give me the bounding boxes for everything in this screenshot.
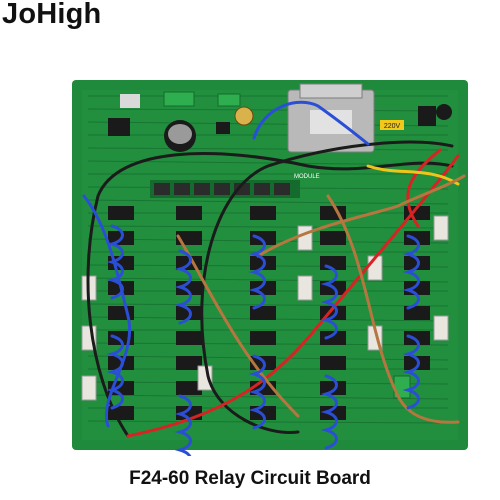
wire-black-2 xyxy=(200,140,454,434)
inductor-coil xyxy=(234,106,254,126)
fuse-holder xyxy=(418,106,436,126)
product-caption: F24-60 Relay Circuit Board xyxy=(129,468,371,489)
module-chip xyxy=(214,183,230,195)
relay xyxy=(320,381,346,395)
blue-wire-loop xyxy=(320,374,338,450)
chip-left xyxy=(108,118,130,136)
top-connector-green xyxy=(163,91,195,107)
blue-wire-loop xyxy=(248,234,266,310)
relay xyxy=(320,356,346,370)
terminal-block xyxy=(433,215,449,241)
top-left-connector xyxy=(120,94,140,108)
module-chip xyxy=(154,183,170,195)
wire-blue-left xyxy=(82,194,132,428)
pcb-trace xyxy=(87,303,449,307)
module-chip xyxy=(194,183,210,195)
blue-wire-loop xyxy=(402,234,420,310)
relay xyxy=(108,206,134,220)
blue-wire-loop xyxy=(106,334,124,410)
pcb-traces xyxy=(87,95,449,424)
blue-wire-loop xyxy=(248,354,266,430)
blue-wire-loop xyxy=(106,224,124,300)
relay xyxy=(250,206,276,220)
relay-board-photo: 220V MODULE xyxy=(68,76,472,456)
voltage-label: 220V xyxy=(384,123,401,130)
relay xyxy=(404,306,430,320)
relay xyxy=(250,331,276,345)
terminal-block xyxy=(433,315,449,341)
capacitor-top xyxy=(168,124,192,144)
module-chip xyxy=(254,183,270,195)
blue-wire-loop xyxy=(402,334,420,410)
relay xyxy=(176,356,202,370)
terminal-block xyxy=(297,225,313,251)
module-chip xyxy=(174,183,190,195)
voltage-sticker xyxy=(380,120,404,130)
relay xyxy=(176,381,202,395)
relay xyxy=(176,206,202,220)
pcb-trace xyxy=(87,147,449,151)
pcb-trace xyxy=(87,108,449,112)
module-chips xyxy=(154,183,290,195)
wire-brown-3 xyxy=(326,194,460,424)
transformer-core xyxy=(299,83,363,99)
relay xyxy=(176,281,202,295)
relay xyxy=(176,331,202,345)
top-connector-green-2 xyxy=(217,93,241,107)
blue-wire-loop xyxy=(174,249,192,325)
chip-small xyxy=(216,122,230,134)
relay xyxy=(108,306,134,320)
module-chip xyxy=(274,183,290,195)
fuse-cap xyxy=(436,104,452,120)
wire-red-2 xyxy=(406,148,442,228)
blue-wire-loops xyxy=(106,224,420,456)
terminal-block xyxy=(297,275,313,301)
relay xyxy=(320,406,346,420)
terminal-block xyxy=(81,375,97,401)
relay-board-image: 220V MODULE xyxy=(72,80,468,456)
pcb-trace xyxy=(87,420,449,424)
module-chip xyxy=(234,183,250,195)
relay xyxy=(250,231,276,245)
pcb-trace xyxy=(87,199,449,205)
wire-harness xyxy=(82,100,466,438)
wire-blue-top xyxy=(252,100,370,146)
blue-wire-loop xyxy=(174,394,192,456)
brand-logo-text: JoHigh xyxy=(2,0,102,30)
blue-wire-loop xyxy=(320,264,338,340)
relay xyxy=(320,331,346,345)
pcb-trace xyxy=(87,394,449,400)
relay xyxy=(320,231,346,245)
wire-red-1 xyxy=(126,154,460,438)
module-label: MODULE xyxy=(294,174,320,180)
relay xyxy=(250,306,276,320)
wire-brown-2 xyxy=(256,174,466,258)
pcb-trace xyxy=(87,277,449,283)
relay xyxy=(404,231,430,245)
pcb-trace xyxy=(87,225,449,229)
relay xyxy=(404,331,430,345)
wire-yellow xyxy=(366,164,460,186)
